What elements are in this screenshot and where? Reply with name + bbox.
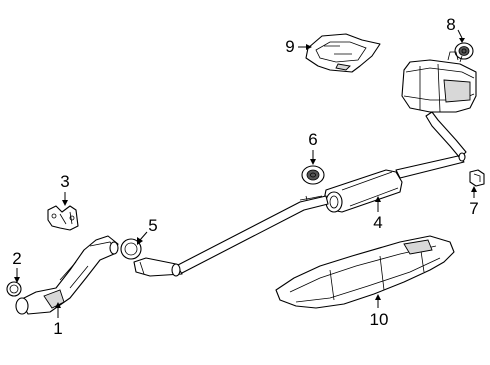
callout-5: 5 — [148, 216, 158, 235]
callout-10: 10 — [369, 310, 389, 329]
gasket-2 — [6, 281, 22, 297]
hanger-7 — [469, 169, 485, 187]
rear-muffler — [401, 51, 477, 113]
callout-2: 2 — [12, 249, 22, 268]
insulator-8 — [454, 42, 474, 60]
callout-9: 9 — [285, 37, 295, 56]
gasket-5 — [120, 238, 142, 260]
upper-heat-shield — [305, 33, 381, 73]
callout-8: 8 — [446, 15, 456, 34]
front-pipe-1 — [15, 235, 119, 315]
intermediate-pipe — [133, 111, 467, 277]
bracket-3 — [47, 205, 79, 231]
callout-6: 6 — [308, 130, 318, 149]
isolator-6 — [301, 165, 325, 185]
callout-3: 3 — [60, 172, 70, 191]
callout-7: 7 — [469, 199, 479, 218]
callout-4: 4 — [373, 213, 383, 232]
lower-heat-shield — [275, 235, 455, 309]
callout-1: 1 — [53, 319, 63, 338]
